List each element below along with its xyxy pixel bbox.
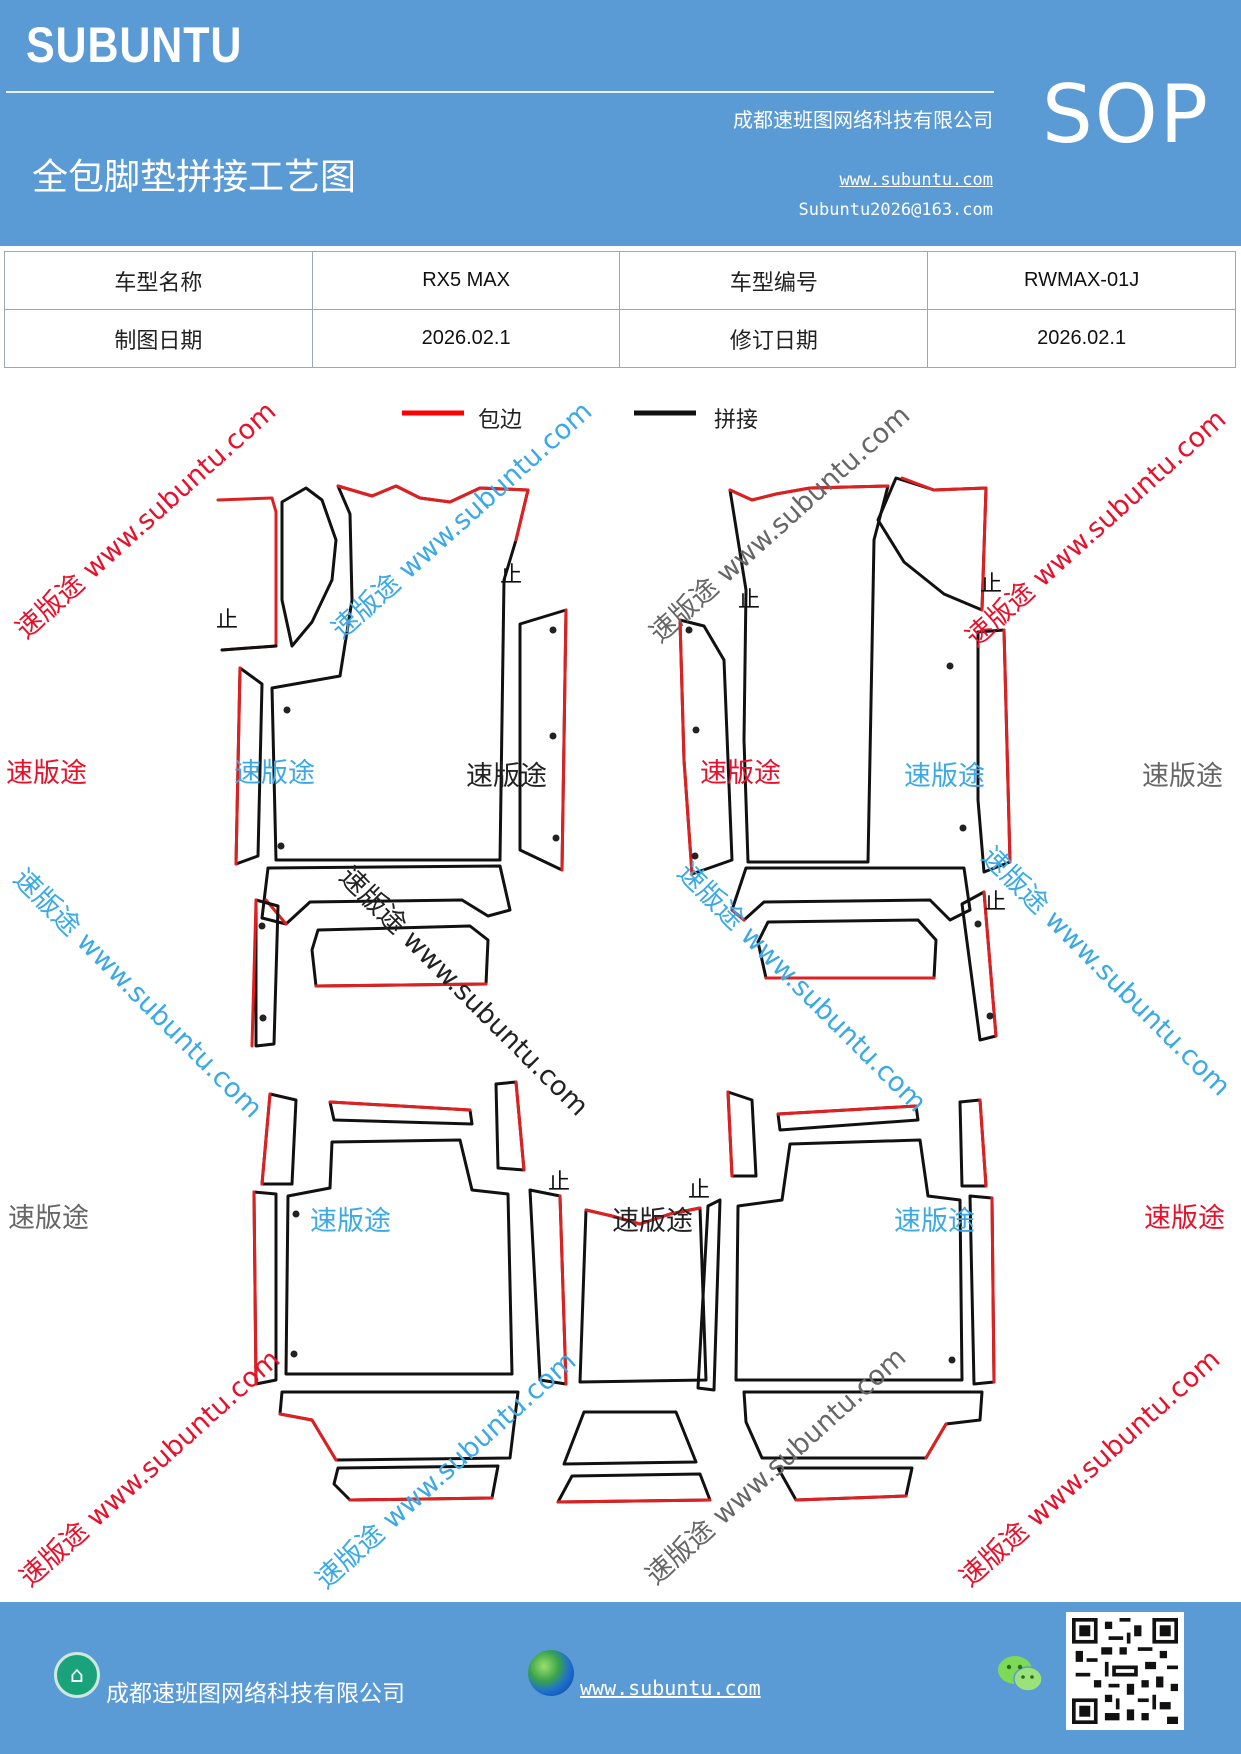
watermark-text: 速版途	[6, 758, 87, 789]
model-code-label: 车型编号	[619, 251, 929, 310]
watermark-text: 速版途 www.subuntu.com	[975, 841, 1236, 1102]
header-email-link[interactable]: Subuntu2026@163.com	[798, 200, 993, 220]
footer-website-link[interactable]: www.subuntu.com	[580, 1676, 761, 1700]
watermark-text: 速版途	[310, 1206, 391, 1237]
home-icon: ⌂	[54, 1652, 100, 1698]
qr-code-icon[interactable]	[1066, 1612, 1184, 1730]
pattern-group-front-left	[216, 484, 568, 1048]
pattern-group-rear-left	[252, 1080, 568, 1502]
pattern-group-rear-middle	[556, 1198, 722, 1504]
revise-date-value: 2026.02.1	[927, 309, 1236, 368]
footer-banner: ⌂ 成都速班图网络科技有限公司 www.subuntu.com	[0, 1602, 1241, 1754]
footer-company: 成都速班图网络科技有限公司	[106, 1681, 405, 1707]
pattern-pieces	[216, 476, 1012, 1504]
draw-date-value: 2026.02.1	[311, 309, 621, 368]
watermark-text: 速版途 www.subuntu.com	[310, 1346, 582, 1595]
stop-marks: 止 止 止 止 止 止 止	[216, 563, 1006, 1203]
stop-mark: 止	[216, 608, 238, 633]
info-table: 车型名称 RX5 MAX 车型编号 RWMAX-01J 制图日期 2026.02…	[4, 251, 1236, 368]
watermark-text: 速版途	[612, 1206, 693, 1237]
watermark-text: 速版途	[234, 758, 315, 789]
mat-splice-diagram: 包边 拼接	[6, 396, 1236, 1595]
model-name-label: 车型名称	[4, 251, 313, 310]
draw-date-label: 制图日期	[4, 309, 313, 368]
diagonal-watermarks-falling: 速版途 www.subuntu.com 速版途 www.subuntu.com …	[7, 841, 1236, 1124]
watermark-text: 速版途 www.subuntu.com	[10, 396, 282, 645]
horizontal-watermarks: 速版途 速版途 速版途 速版途 速版途 速版途 速版途 速版途 速版途 速版途 …	[6, 758, 1225, 1237]
stop-mark: 止	[500, 563, 522, 588]
watermark-text: 速版途 www.subuntu.com	[7, 863, 268, 1124]
header-company: 成都速班图网络科技有限公司	[733, 108, 993, 132]
wechat-icon[interactable]	[996, 1654, 1044, 1694]
model-code-value: RWMAX-01J	[927, 251, 1236, 310]
header-banner: SUBUNTU 成都速班图网络科技有限公司 全包脚垫拼接工艺图 www.subu…	[0, 0, 1241, 246]
page-title: 全包脚垫拼接工艺图	[32, 157, 357, 198]
diagonal-watermarks: 速版途 www.subuntu.com 速版途 www.subuntu.com …	[10, 396, 1232, 1595]
watermark-text: 速版途	[904, 761, 985, 792]
globe-icon	[528, 1650, 574, 1696]
legend: 包边 拼接	[402, 408, 758, 433]
watermark-text: 速版途	[1144, 1203, 1225, 1234]
watermark-text: 速版途	[8, 1203, 89, 1234]
model-name-value: RX5 MAX	[311, 251, 621, 310]
watermark-text: 速版途 www.subuntu.com	[14, 1344, 286, 1593]
table-row: 车型名称 RX5 MAX 车型编号 RWMAX-01J	[4, 251, 1236, 310]
watermark-text: 速版途	[1142, 761, 1223, 792]
legend-splice-label: 拼接	[714, 408, 758, 433]
brand-logo: SUBUNTU	[26, 17, 243, 73]
stop-mark: 止	[688, 1178, 710, 1203]
legend-edge-label: 包边	[478, 408, 522, 433]
alignment-dots	[258, 626, 994, 1364]
watermark-text: 速版途 www.subuntu.com	[326, 396, 598, 645]
header-website-link[interactable]: www.subuntu.com	[839, 170, 993, 190]
revise-date-label: 修订日期	[619, 309, 929, 368]
sop-badge: SOP	[1042, 68, 1210, 161]
stop-mark: 止	[738, 588, 760, 613]
watermark-text: 速版途 www.subuntu.com	[960, 404, 1232, 653]
watermark-text: 速版途	[700, 758, 781, 789]
pattern-group-rear-right	[726, 1090, 996, 1502]
watermark-text: 速版途	[894, 1206, 975, 1237]
table-row: 制图日期 2026.02.1 修订日期 2026.02.1	[4, 309, 1236, 368]
watermark-text: 速版途 www.subuntu.com	[644, 400, 916, 649]
stop-mark: 止	[980, 572, 1002, 597]
watermark-text: 速版途 www.subuntu.com	[671, 857, 932, 1118]
header-divider	[6, 91, 994, 93]
stop-mark: 止	[548, 1170, 570, 1195]
pattern-group-front-right	[678, 476, 1012, 1042]
watermark-text: 速版途	[466, 761, 547, 792]
stop-mark: 止	[984, 890, 1006, 915]
